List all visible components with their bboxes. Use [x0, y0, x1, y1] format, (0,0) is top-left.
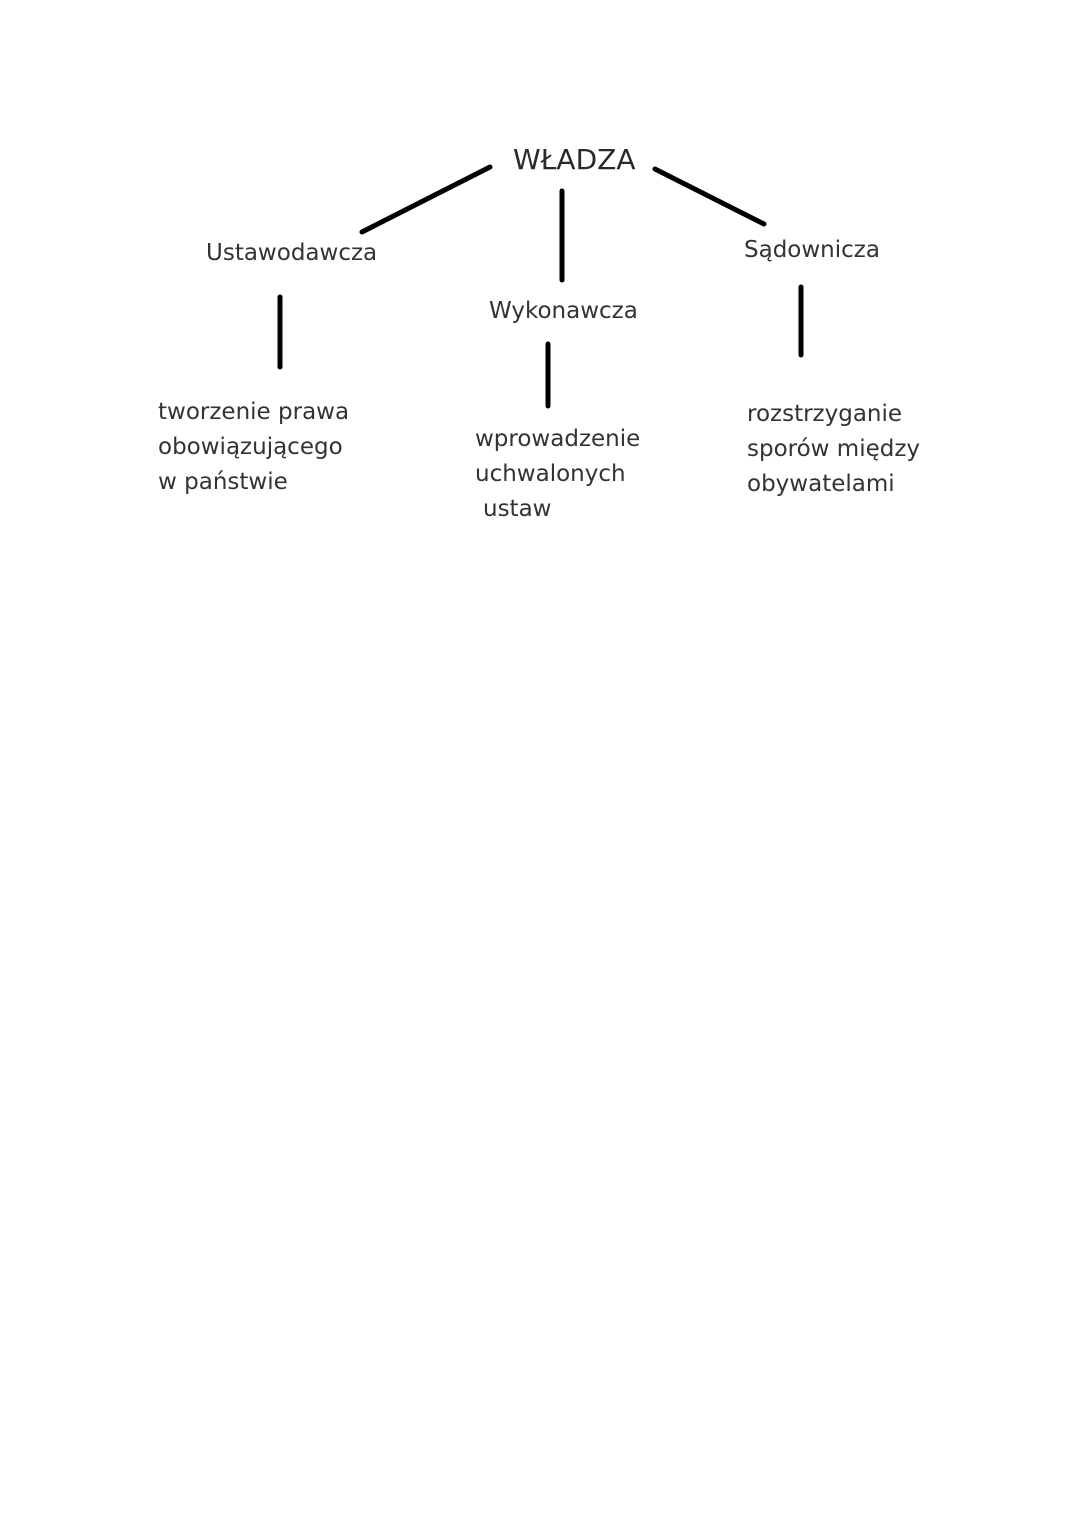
description-line: w państwie — [158, 469, 288, 495]
branch-judicial-description: rozstrzyganie sporów między obywatelami — [747, 397, 920, 502]
root-node-label: WŁADZA — [513, 143, 636, 176]
description-line: tworzenie prawa — [158, 399, 350, 425]
description-line: rozstrzyganie — [747, 401, 903, 427]
branch-executive-label: Wykonawcza — [489, 298, 638, 324]
connector-root-to-right — [652, 166, 767, 227]
description-line: sporów między — [747, 436, 921, 462]
branch-executive-description: wprowadzenie uchwalonych ustaw — [475, 422, 640, 527]
description-line: obywatelami — [747, 471, 895, 497]
description-line: wprowadzenie — [475, 426, 641, 452]
description-line: obowiązującego — [158, 434, 343, 460]
description-line: uchwalonych — [475, 461, 626, 487]
branch-judicial-label: Sądownicza — [744, 237, 880, 263]
branch-legislative-label: Ustawodawcza — [206, 240, 378, 266]
connector-root-to-left — [359, 164, 493, 235]
branch-legislative-description: tworzenie prawa obowiązującego w państwi… — [158, 395, 349, 500]
description-line: ustaw — [483, 496, 552, 522]
